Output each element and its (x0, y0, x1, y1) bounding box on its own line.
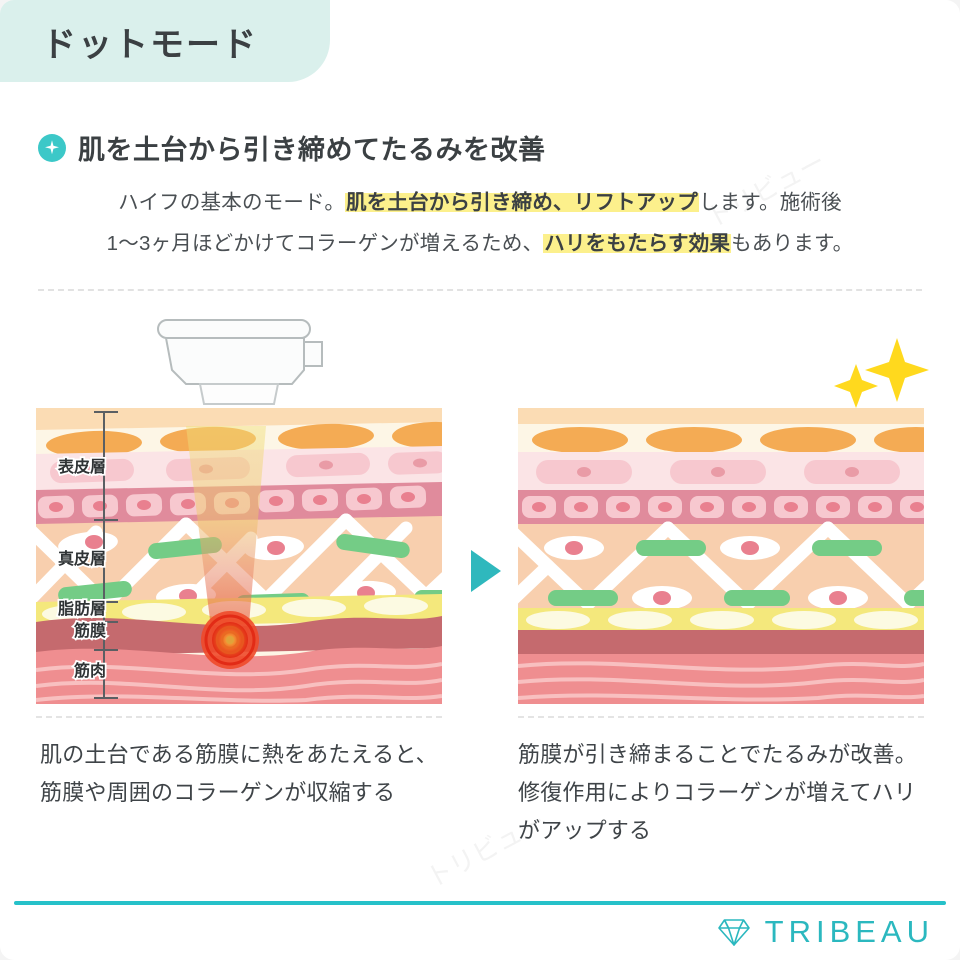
desc-line2-plain-b: もあります。 (731, 232, 854, 255)
divider-top (38, 289, 922, 291)
brand-name: TRIBEAU (764, 914, 934, 949)
page-title: ドットモード (42, 25, 258, 64)
header-tab: ドットモード (0, 0, 330, 82)
description-paragraph: ハイフの基本のモード。肌を土台から引き締め、リフトアップします。施術後 1〜3ヶ… (38, 182, 922, 264)
brand-logo: TRIBEAU (717, 914, 934, 950)
divider-left (36, 716, 442, 718)
caption-before: 肌の土台である筋膜に熱をあたえると、筋膜や周囲のコラーゲンが収縮する (40, 742, 438, 805)
svg-text:筋膜: 筋膜 (73, 621, 106, 640)
sparkle-star-icon (38, 133, 66, 162)
hifu-handpiece-icon (152, 318, 324, 414)
section-heading-label: 肌を土台から引き締めてたるみを改善 (78, 135, 546, 165)
desc-line1-highlight: 肌を土台から引き締め、リフトアップ (345, 191, 699, 214)
svg-text:脂肪層: 脂肪層 (58, 599, 106, 618)
sparkle-stars-icon (834, 336, 934, 412)
desc-line1-plain-b: します。施術後 (698, 191, 842, 214)
desc-line2-plain-a: 1〜3ヶ月ほどかけてコラーゲンが増えるため、 (106, 232, 544, 255)
divider-right (518, 716, 924, 718)
svg-text:筋肉: 筋肉 (73, 661, 106, 680)
footer-rule (14, 901, 946, 905)
svg-text:真皮層: 真皮層 (58, 549, 106, 568)
diamond-icon (717, 917, 751, 947)
desc-line1-plain-a: ハイフの基本のモード。 (118, 191, 346, 214)
section-heading: 肌を土台から引き締めてたるみを改善 (38, 128, 546, 167)
diagram-before-treatment: 表皮層 真皮層 脂肪層 筋膜 筋肉 (36, 408, 442, 704)
triangle-right-icon (467, 548, 503, 594)
desc-line2-highlight: ハリをもたらす効果 (543, 232, 732, 255)
diagram-after-treatment (518, 408, 924, 704)
svg-text:表皮層: 表皮層 (57, 457, 106, 476)
caption-after: 筋膜が引き締まることでたるみが改善。修復作用によりコラーゲンが増えてハリがアップ… (518, 742, 917, 843)
